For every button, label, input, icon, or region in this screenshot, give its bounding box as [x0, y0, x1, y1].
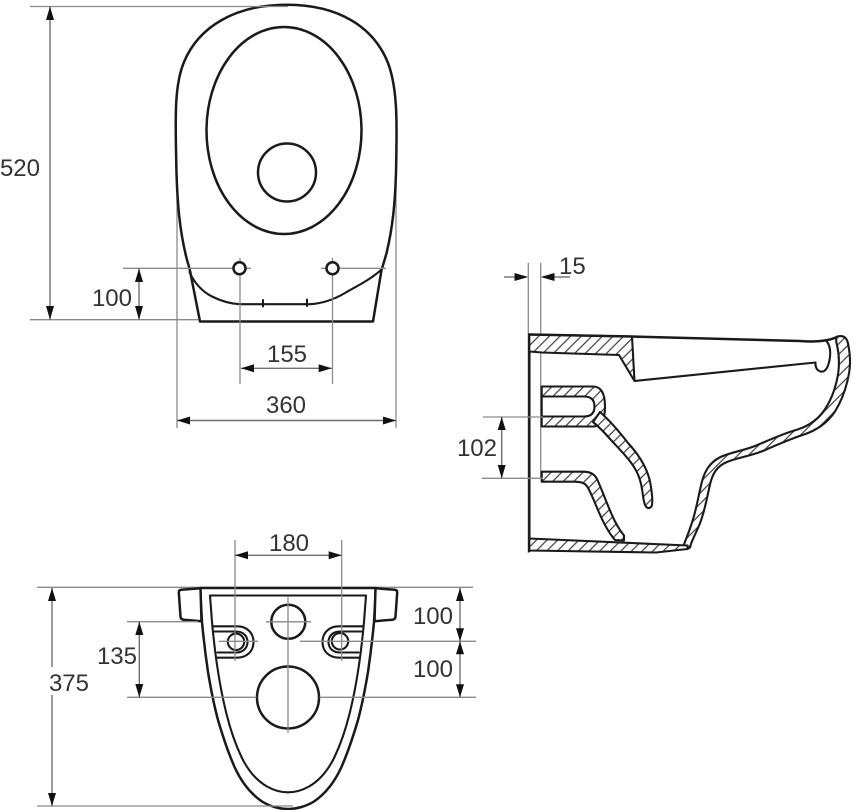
- dim-100-top-view: 100: [92, 268, 143, 320]
- section-bottom-strip: [528, 537, 689, 554]
- section-outlet-flange: [540, 470, 626, 542]
- top-view: 520 100 155 360: [0, 3, 398, 428]
- fixing-lug-right-outer: [321, 625, 365, 659]
- section-bowl-top-line: [633, 361, 817, 383]
- back-view-ear-left: [177, 587, 203, 623]
- top-view-bowl-outline: [174, 3, 398, 323]
- section-rim-hook: [814, 339, 832, 373]
- section-trap-wall: [591, 410, 654, 510]
- dim-520: 520: [0, 5, 288, 321]
- side-section-view: 15 102: [457, 253, 852, 554]
- fixing-lug-right-inner: [327, 630, 363, 654]
- dim-label-100-top: 100: [92, 285, 132, 312]
- seat-opening-ellipse: [205, 25, 363, 236]
- dim-15: 15: [504, 253, 586, 281]
- dim-label-375: 375: [49, 670, 89, 697]
- section-top-surface: [528, 333, 840, 343]
- dim-label-360: 360: [266, 392, 306, 419]
- section-top-deck: [528, 333, 636, 383]
- dim-102: 102: [457, 416, 543, 479]
- dim-label-155: 155: [267, 341, 307, 368]
- back-view: 180 375 100 100 135: [26, 530, 476, 810]
- dim-label-100-upper: 100: [413, 603, 453, 630]
- seat-front-curve: [188, 268, 383, 306]
- dim-label-520: 520: [0, 155, 40, 182]
- seat-fixing-hole-right: [325, 261, 340, 276]
- section-flush-channel: [540, 385, 607, 428]
- fixing-lug-left-inner: [213, 630, 249, 654]
- dim-180: 180: [234, 530, 343, 661]
- top-view-drain-circle: [256, 142, 318, 203]
- dim-155: 155: [241, 341, 332, 373]
- dim-label-100-lower: 100: [413, 656, 453, 683]
- dim-label-15: 15: [559, 253, 586, 280]
- dim-100-lower: 100: [413, 641, 464, 698]
- dim-label-180: 180: [269, 530, 309, 557]
- dim-label-135: 135: [97, 643, 137, 670]
- dim-label-102: 102: [457, 435, 497, 462]
- fixing-lug-left-outer: [211, 625, 255, 659]
- back-view-inner-face: [208, 594, 368, 794]
- dim-135: 135: [97, 621, 144, 698]
- dim-375: 375: [26, 588, 94, 806]
- seat-fixing-hole-left: [232, 261, 247, 276]
- dim-360: 360: [177, 392, 396, 425]
- back-view-ear-right: [373, 587, 399, 623]
